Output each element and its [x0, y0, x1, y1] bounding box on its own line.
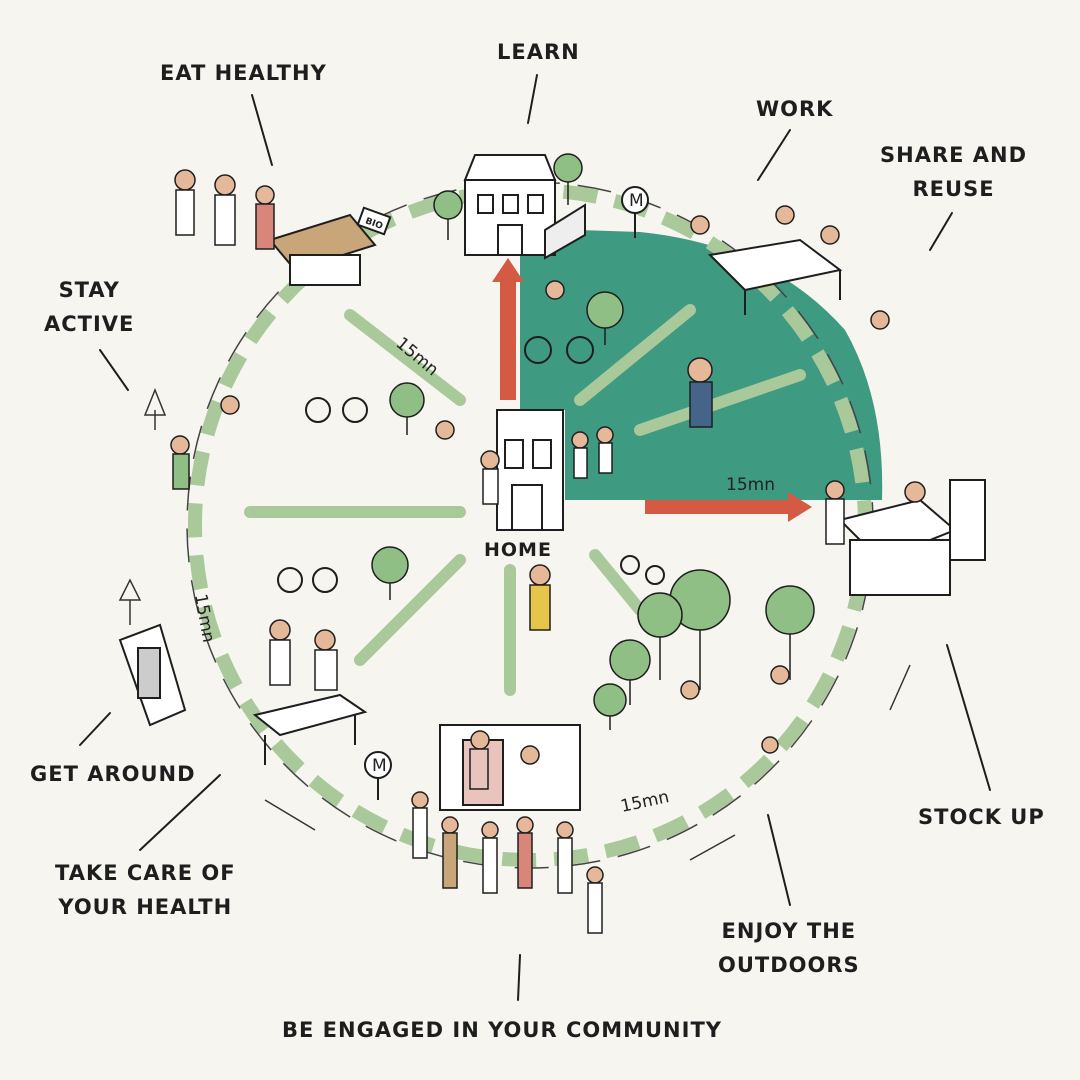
time-marker-4: 15mn: [619, 787, 671, 817]
home-building: [496, 409, 564, 531]
clinic-desk: [252, 693, 368, 765]
time-marker-3: 15mn: [190, 592, 218, 644]
label-be-engaged-in-your-community: BE ENGAGED IN YOUR COMMUNITY: [282, 1018, 722, 1042]
metro-sign-top: M: [621, 186, 649, 238]
work-table: [707, 238, 843, 315]
home-label: HOME: [484, 539, 552, 561]
label-get-around: GET AROUND: [30, 762, 196, 786]
time-marker-2: 15mn: [726, 475, 775, 495]
label-eat-healthy: EAT HEALTHY: [160, 61, 327, 85]
trees: [371, 153, 815, 730]
label-pointers: [79, 74, 991, 1001]
metro-sign-bottom-text: M: [372, 756, 387, 776]
people: [170, 169, 926, 934]
label-work: WORK: [756, 97, 834, 121]
school-building: [463, 154, 586, 260]
distance-arrows: [492, 258, 812, 522]
shop-counter: [838, 479, 986, 596]
market-stall: [268, 206, 392, 286]
label-stock-up: STOCK UP: [918, 805, 1045, 829]
movement-arrows: [118, 387, 911, 861]
metro-sign-top-text: M: [629, 191, 644, 211]
community-stage: [439, 724, 581, 811]
bicycles: [277, 336, 665, 593]
bike-share-dock: [118, 623, 187, 727]
streets: [244, 304, 806, 696]
label-learn: LEARN: [497, 40, 580, 64]
metro-sign-bottom: M: [364, 751, 392, 800]
